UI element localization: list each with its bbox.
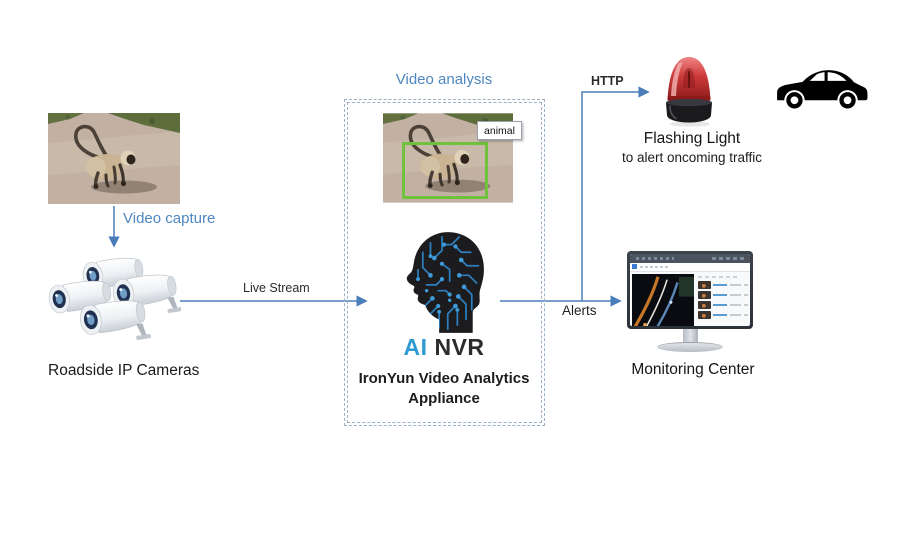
monitor-table-header <box>698 274 748 279</box>
detection-tag-label: animal <box>484 124 515 137</box>
monitor-alert-row <box>698 301 748 309</box>
monitor-alert-row <box>698 291 748 299</box>
appliance-line1: IronYun Video Analytics <box>358 370 530 387</box>
monitor-icon <box>626 251 754 352</box>
alerts-label: Alerts <box>562 303 597 318</box>
ai-head-icon <box>394 229 490 337</box>
video-analysis-box <box>344 99 545 426</box>
monitor-dashboard <box>630 272 750 326</box>
detection-bounding-box <box>402 142 488 199</box>
monitor-stand <box>682 329 698 342</box>
logo-nvr-text: NVR <box>434 334 485 360</box>
video-capture-label: Video capture <box>123 210 216 227</box>
monkey-photo <box>48 113 180 204</box>
detection-tag: animal <box>477 121 522 140</box>
appliance-line2: Appliance <box>408 390 480 407</box>
http-label: HTTP <box>591 74 624 88</box>
flashing-light-title: Flashing Light <box>643 130 741 147</box>
analyzed-monkey-photo: animal <box>383 113 522 203</box>
live-stream-label: Live Stream <box>243 281 310 295</box>
monitor-menubar <box>630 263 750 272</box>
monitor-bezel <box>627 251 753 329</box>
video-analysis-box-inner-border <box>347 102 542 423</box>
monitor-toolbar <box>630 254 750 263</box>
monitoring-center-label: Monitoring Center <box>631 361 755 378</box>
logo-ai-text: AI <box>403 334 428 360</box>
video-analysis-title: Video analysis <box>395 71 493 88</box>
appliance-label: IronYun Video Analytics Appliance <box>344 369 544 409</box>
monitor-video-panel <box>632 274 695 326</box>
siren-icon <box>656 54 722 128</box>
monitor-base <box>657 342 723 352</box>
roadside-cameras-label: Roadside IP Cameras <box>48 362 200 379</box>
monitor-alert-row <box>698 311 748 319</box>
car-icon <box>772 60 870 112</box>
ip-cameras-icon <box>46 250 183 354</box>
monitor-screen <box>630 254 750 326</box>
monitor-alert-table <box>696 272 750 326</box>
flashing-light-subtitle: to alert oncoming traffic <box>621 150 763 165</box>
monitor-alert-row <box>698 281 748 289</box>
